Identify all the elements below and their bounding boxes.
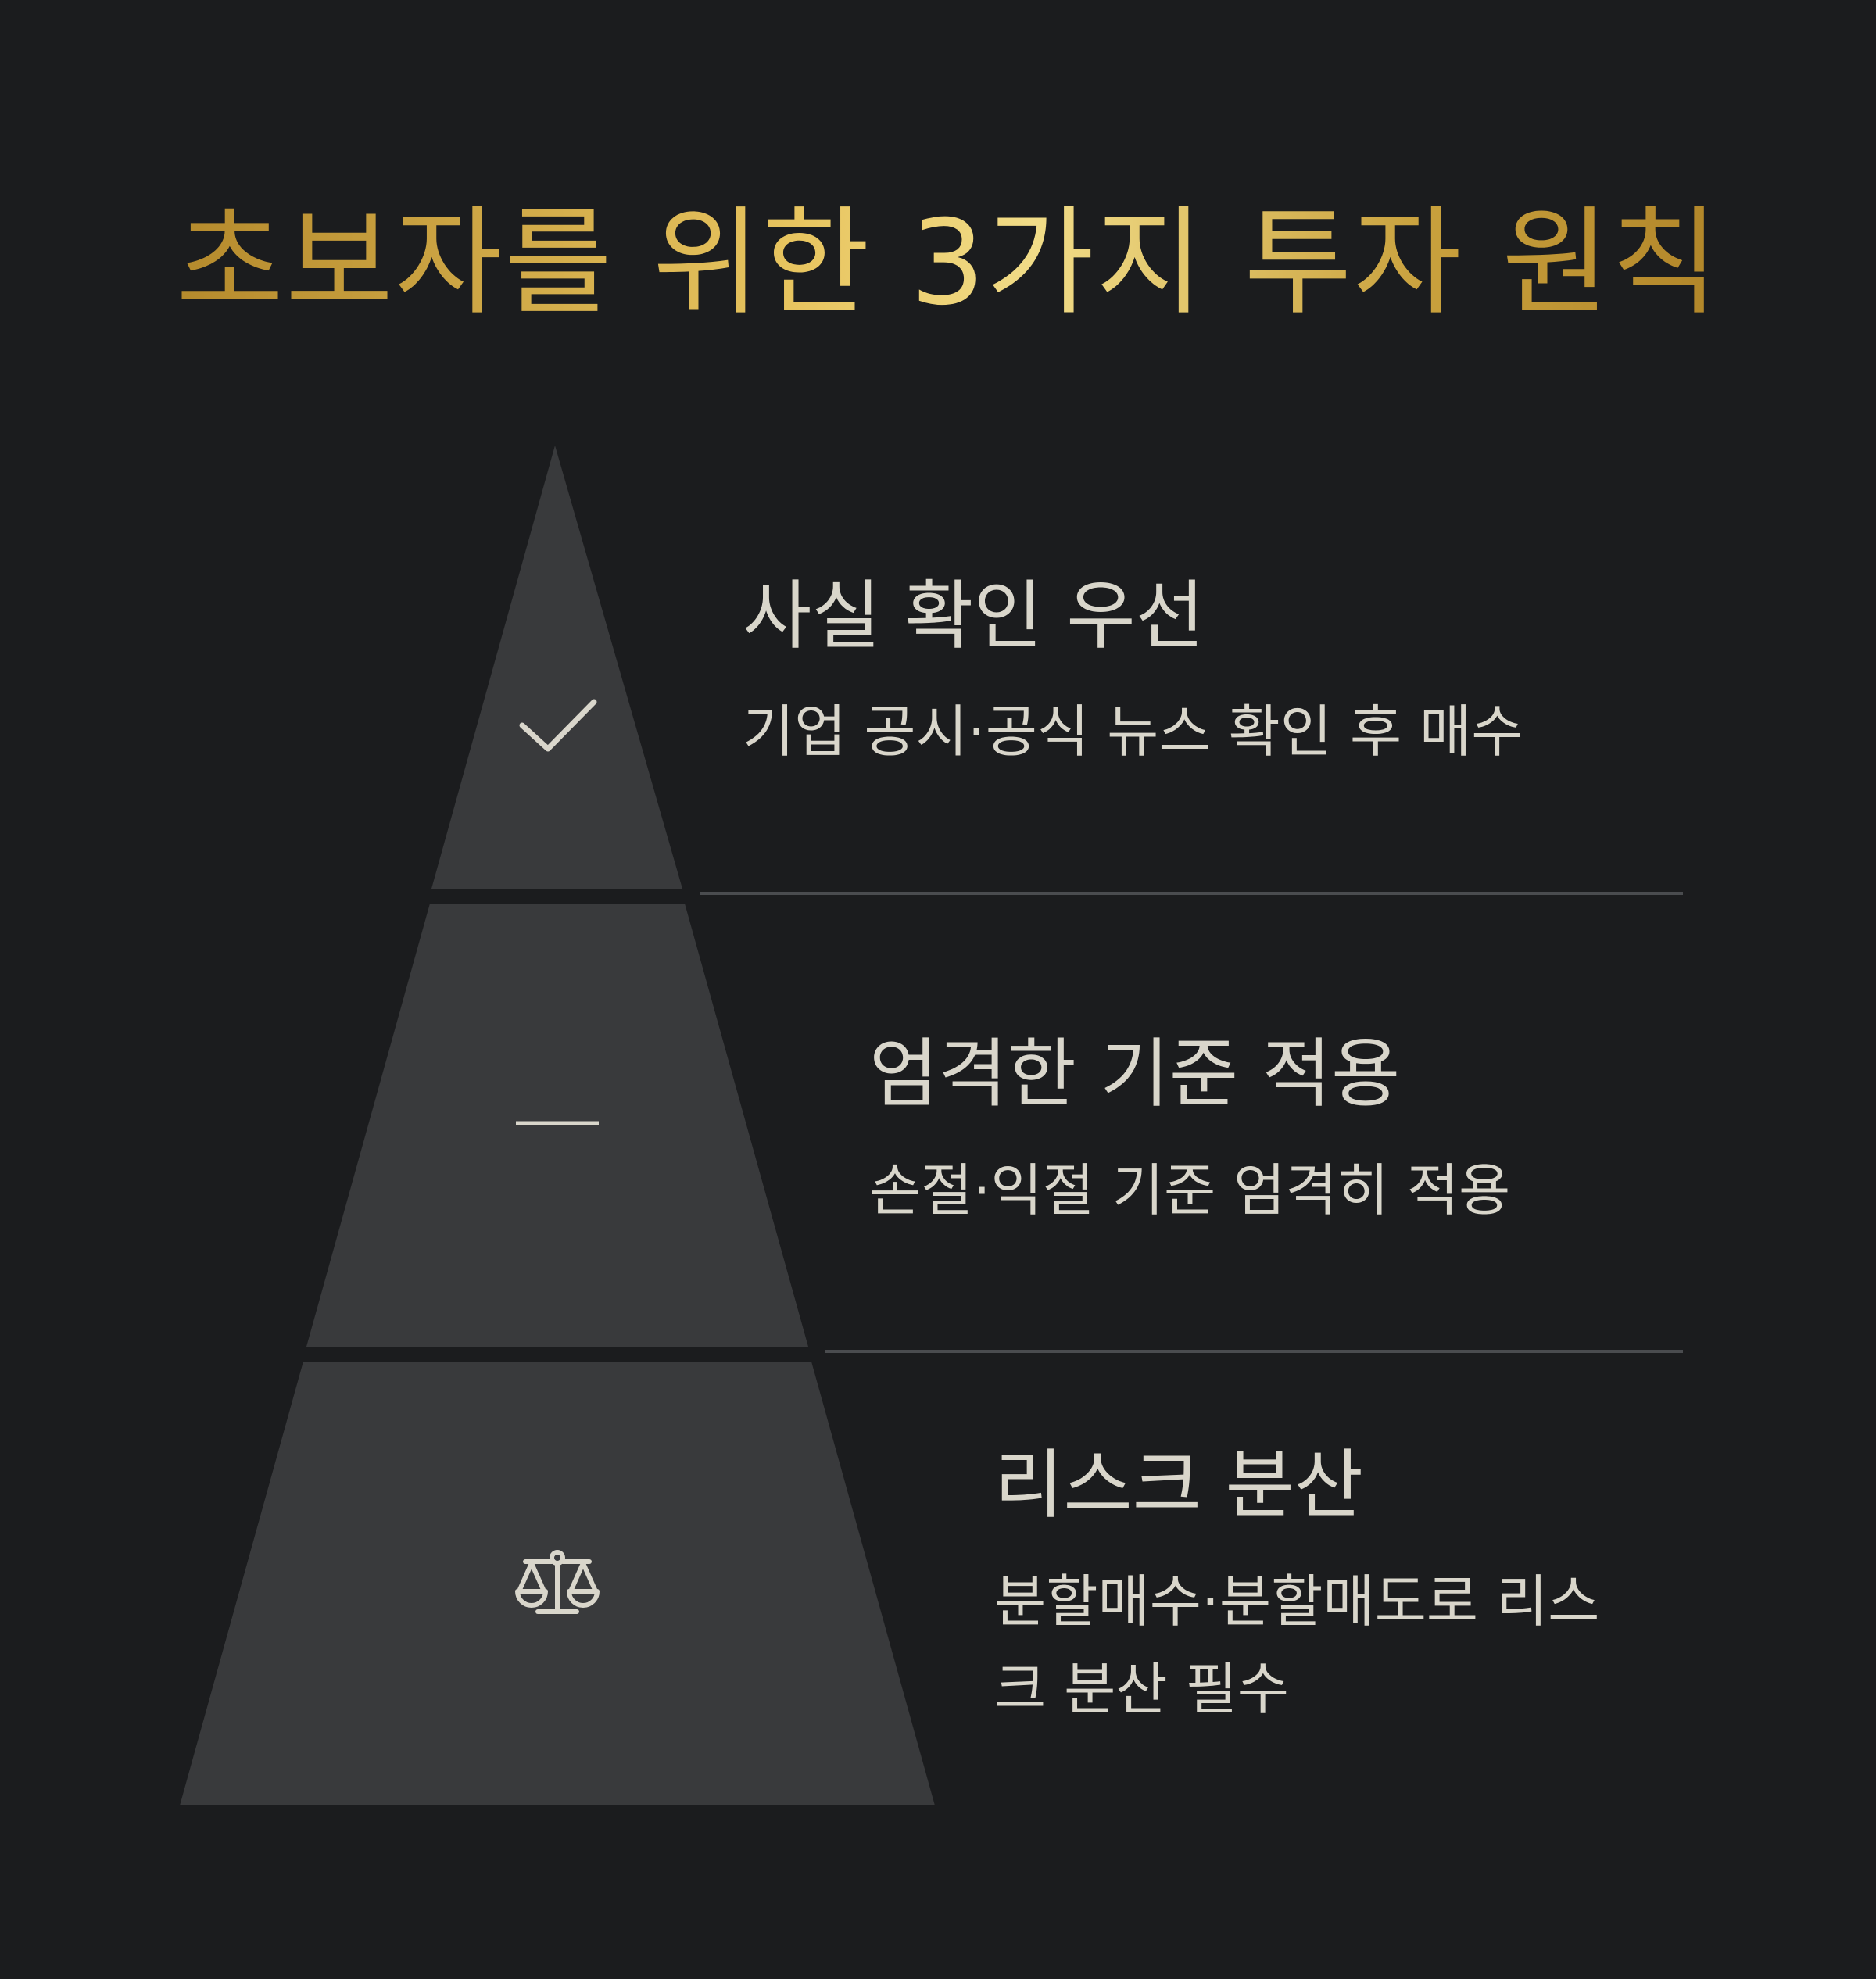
tier-2-heading: 엄격한 기준 적용 — [869, 1030, 1401, 1118]
tier-1-heading: 사실 확인 우선 — [743, 572, 1205, 660]
tier-divider-1 — [700, 892, 1683, 895]
page-title: 초보자를 위한 3가지 투자 원칙 — [176, 168, 1739, 338]
tier-3-heading: 리스크 분산 — [994, 1441, 1364, 1529]
pyramid-tier-top — [431, 446, 682, 889]
tier-divider-2 — [825, 1350, 1683, 1353]
check-icon — [519, 699, 597, 752]
tier-3-description: 분할매수·분할매도로 리스크 분산 필수 — [994, 1569, 1600, 1722]
tier-2-description: 손절·익절 기준 엄격히 적용 — [869, 1158, 1511, 1223]
balance-scale-icon — [515, 1550, 600, 1614]
tier-1-description: 기업 공시·공식 뉴스 확인 후 매수 — [743, 699, 1523, 764]
